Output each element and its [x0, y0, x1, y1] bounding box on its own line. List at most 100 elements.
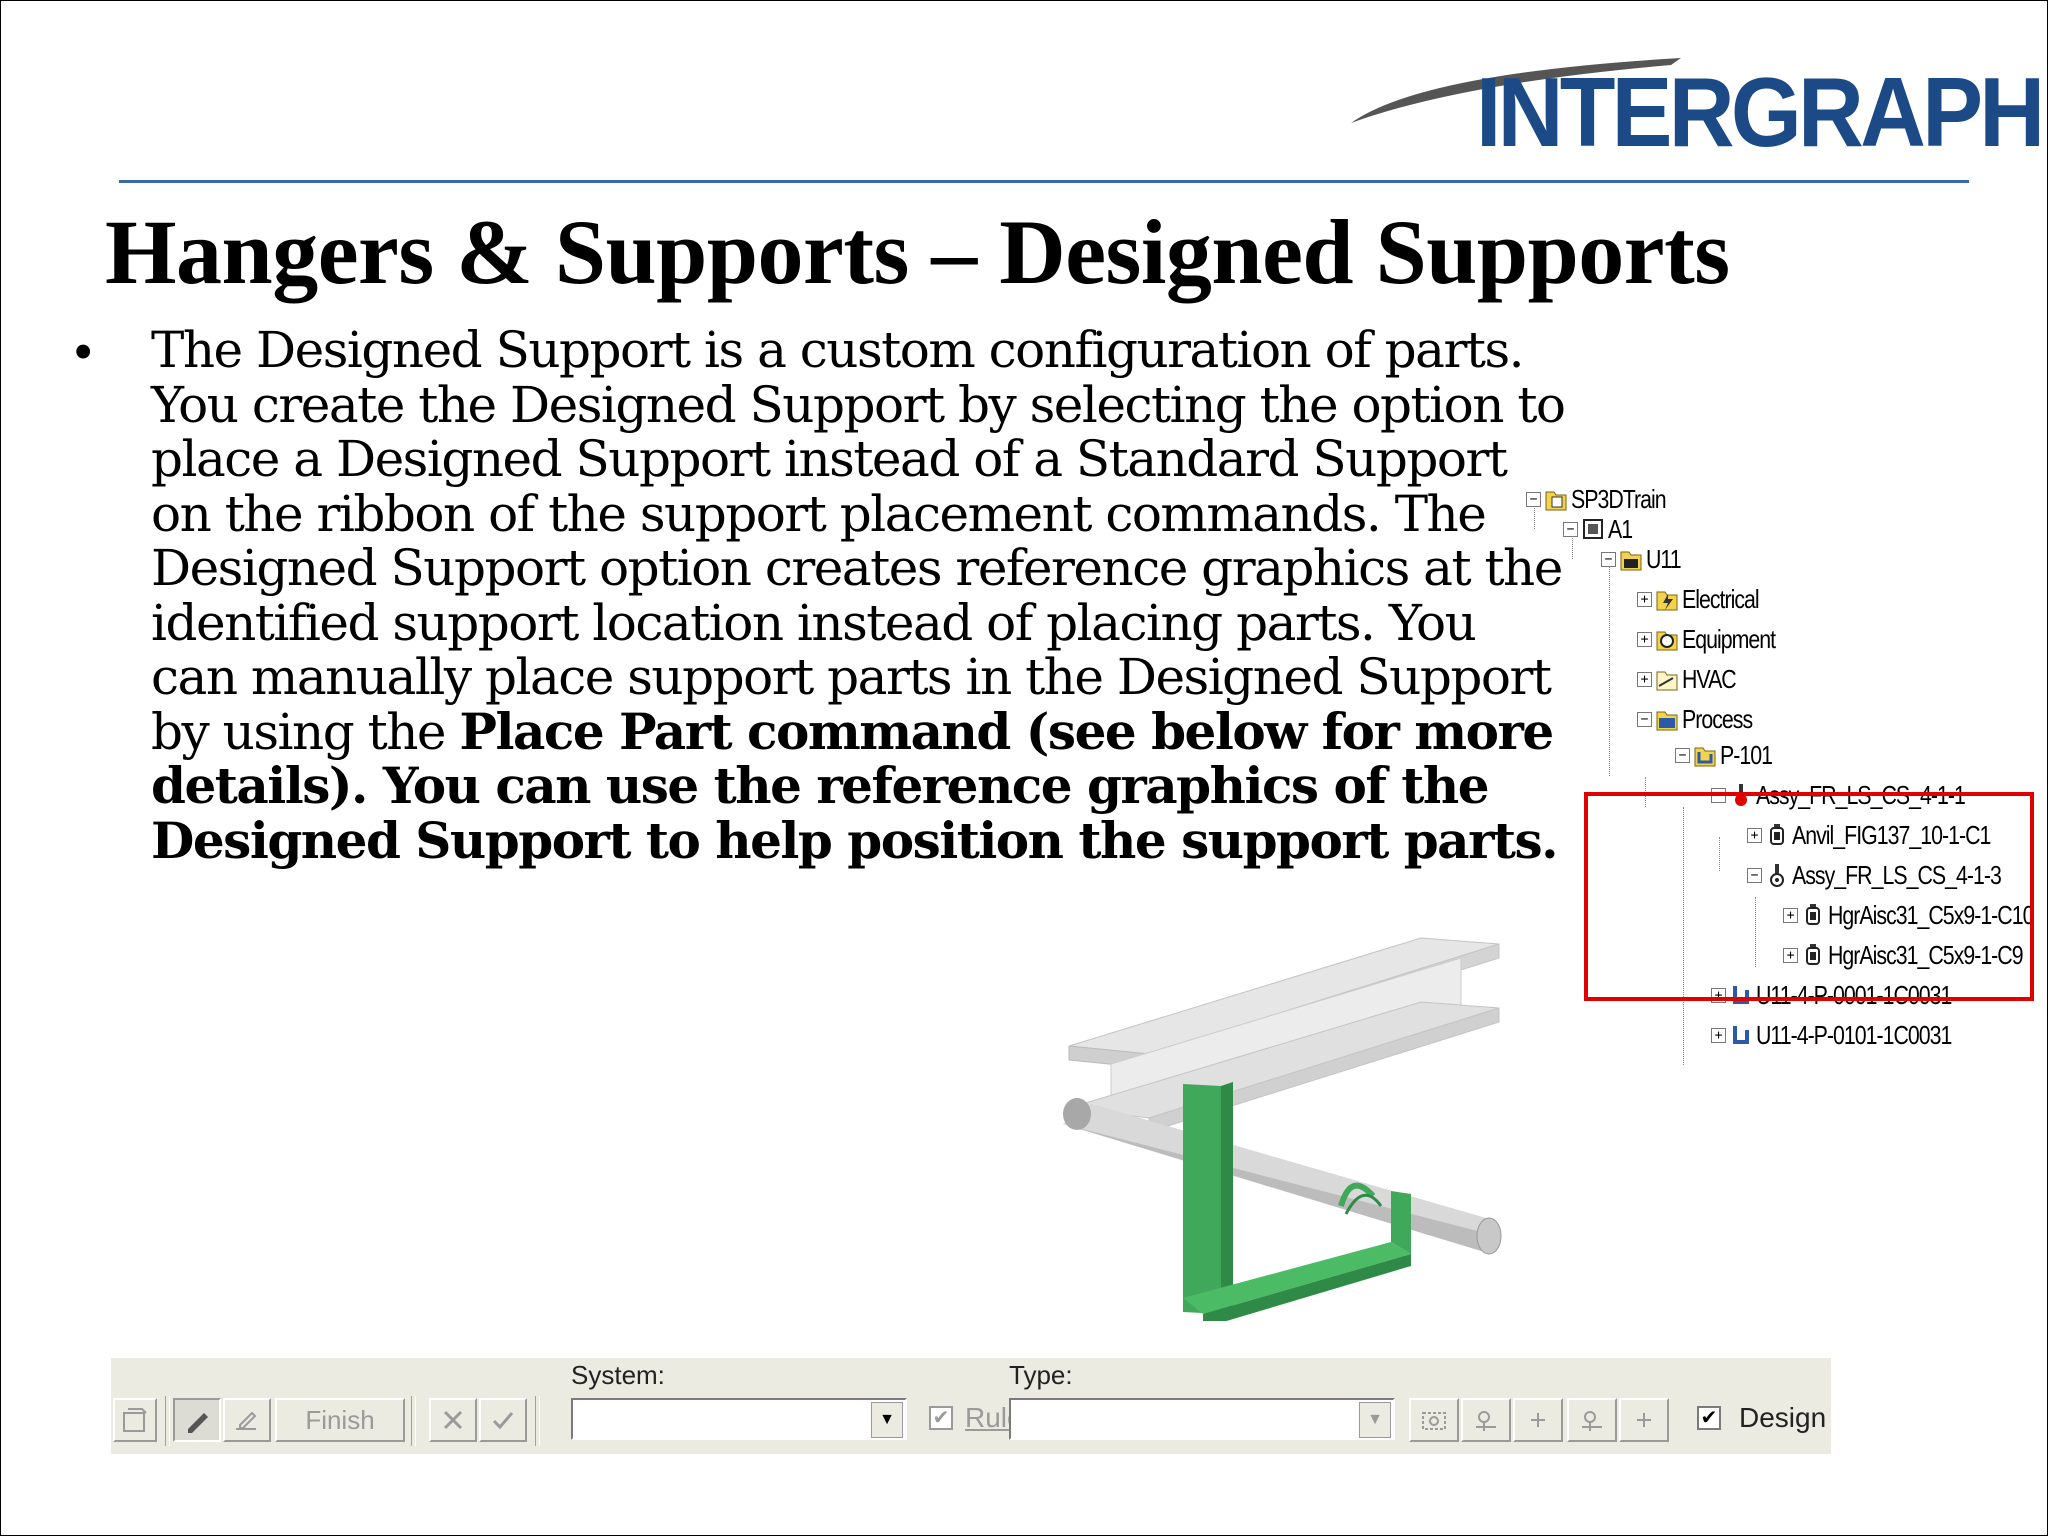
- design-label: Design: [1739, 1402, 1827, 1433]
- tree-node-hvac[interactable]: + HVAC: [1637, 661, 1748, 697]
- tree-node-u11-4-p-0001[interactable]: + U11-4-P-0001-1C0031: [1711, 977, 1994, 1013]
- tree-node-label: Process: [1682, 703, 1753, 734]
- tree-node-electrical[interactable]: + Electrical: [1637, 581, 1775, 617]
- support-part-icon: [1806, 944, 1820, 965]
- properties-button[interactable]: [113, 1398, 157, 1442]
- slide-title: Hangers & Supports – Designed Supports: [105, 201, 1730, 303]
- designed-support-illustration: [1063, 937, 1502, 1321]
- tree-node-label: U11-4-P-0101-1C0031: [1756, 1019, 1952, 1050]
- collapse-icon[interactable]: −: [1601, 551, 1616, 567]
- pipe-run-icon: [1733, 1026, 1749, 1044]
- system-label: System:: [571, 1360, 665, 1390]
- plus-point-icon: [1637, 1413, 1651, 1427]
- tree-node-a1[interactable]: − A1: [1563, 511, 1637, 547]
- tree-node-process[interactable]: − Process: [1637, 701, 1768, 737]
- tree-node-label: HVAC: [1682, 663, 1737, 694]
- expand-icon[interactable]: +: [1637, 631, 1652, 647]
- edit-step-icon: [236, 1411, 257, 1430]
- collapse-icon[interactable]: −: [1747, 867, 1762, 883]
- support-part-icon: [1770, 824, 1784, 845]
- checkmark-icon: [492, 1412, 514, 1430]
- pipeline-icon: [1694, 747, 1716, 767]
- expand-icon[interactable]: +: [1637, 591, 1652, 607]
- process-icon: [1656, 711, 1678, 731]
- tree-node-label: SP3DTrain: [1571, 483, 1667, 514]
- tree-node-sp3dtrain[interactable]: − SP3DTrain: [1526, 481, 1686, 517]
- tree-node-u11[interactable]: − U11: [1601, 541, 1688, 577]
- rule-checkbox[interactable]: ✔: [929, 1406, 953, 1430]
- tree-node-label: Assy_FR_LS_CS_4-1-3: [1792, 859, 2002, 890]
- bullet-marker: •: [73, 319, 94, 384]
- collapse-icon[interactable]: −: [1526, 491, 1541, 507]
- properties-icon: [123, 1408, 147, 1432]
- tree-node-equipment[interactable]: + Equipment: [1637, 621, 1796, 657]
- equipment-icon: [1656, 631, 1678, 651]
- intergraph-logo: INTERGRAPH: [1341, 53, 2045, 167]
- pin-icon: [1476, 1411, 1496, 1431]
- type-dropdown[interactable]: ▼: [1009, 1398, 1395, 1440]
- logo-swoosh-icon: [1351, 58, 1681, 123]
- assembly-icon: [1770, 864, 1784, 887]
- support-option-button-3[interactable]: [1513, 1398, 1563, 1442]
- tree-node-label: P-101: [1720, 739, 1773, 770]
- area-icon: [1583, 519, 1603, 539]
- tree-node-label: Anvil_FIG137_10-1-C1: [1792, 819, 1991, 850]
- tree-node-label: Equipment: [1682, 623, 1776, 654]
- folder-icon: [1545, 491, 1567, 511]
- design-checkbox[interactable]: ✔: [1697, 1406, 1721, 1430]
- tree-node-hgraisc31-c10[interactable]: + HgrAisc31_C5x9-1-C10: [1783, 897, 2047, 933]
- pin-icon: [1582, 1411, 1602, 1431]
- chevron-down-icon[interactable]: ▼: [871, 1402, 903, 1438]
- tree-node-hgraisc31-c9[interactable]: + HgrAisc31_C5x9-1-C9: [1783, 937, 2047, 973]
- pencil-icon: [188, 1413, 208, 1433]
- hvac-icon: [1656, 671, 1678, 691]
- designed-support-icon: [1735, 784, 1747, 806]
- system-dropdown[interactable]: ▼: [571, 1398, 907, 1440]
- expand-icon[interactable]: +: [1783, 947, 1798, 963]
- pipe-run-icon: [1733, 986, 1749, 1004]
- tree-node-assy-4-1-3[interactable]: − Assy_FR_LS_CS_4-1-3: [1747, 857, 2047, 893]
- workspace-explorer-tree: − SP3DTrain − A1 − U11 + Electrical + Eq…: [1521, 481, 2047, 1081]
- collapse-icon[interactable]: −: [1563, 521, 1578, 537]
- expand-icon[interactable]: +: [1637, 671, 1652, 687]
- collapse-icon[interactable]: −: [1675, 747, 1690, 763]
- expand-icon[interactable]: +: [1783, 907, 1798, 923]
- tree-node-p101[interactable]: − P-101: [1675, 737, 1783, 773]
- type-label: Type:: [1009, 1360, 1073, 1390]
- accept-button[interactable]: [479, 1398, 527, 1442]
- collapse-icon[interactable]: −: [1637, 711, 1652, 727]
- place-part-button[interactable]: [173, 1398, 221, 1442]
- ribbon-separator: [535, 1396, 540, 1446]
- expand-icon[interactable]: +: [1747, 827, 1762, 843]
- close-icon: [443, 1410, 463, 1430]
- ribbon-separator: [165, 1396, 170, 1446]
- tree-node-label: U11: [1646, 543, 1682, 574]
- body-text-normal: The Designed Support is a custom configu…: [151, 321, 1566, 761]
- electrical-icon: [1656, 591, 1678, 611]
- designed-support-highlight-box: [1584, 792, 2034, 1001]
- body-paragraph: The Designed Support is a custom configu…: [151, 323, 1571, 868]
- unit-icon: [1620, 551, 1642, 571]
- header-divider: [119, 180, 1969, 183]
- support-outline-icon: [1422, 1412, 1446, 1430]
- edit-step-button[interactable]: [223, 1398, 271, 1442]
- support-option-button-4[interactable]: [1567, 1398, 1617, 1442]
- support-part-icon: [1806, 904, 1820, 925]
- ribbon-separator: [411, 1396, 416, 1446]
- support-option-button-5[interactable]: [1619, 1398, 1669, 1442]
- plus-point-icon: [1531, 1413, 1545, 1427]
- body-text-bold: Place Part command (see below for more d…: [151, 701, 1559, 870]
- logo-text: INTERGRAPH: [1476, 57, 2045, 167]
- support-placement-ribbon: Finish System: ▼ ✔ Rule Type: ▼: [111, 1358, 1831, 1454]
- expand-icon[interactable]: +: [1711, 1027, 1726, 1043]
- chevron-down-icon[interactable]: ▼: [1359, 1402, 1391, 1438]
- tree-node-label: A1: [1608, 513, 1633, 544]
- tree-node-u11-4-p-0101[interactable]: + U11-4-P-0101-1C0031: [1711, 1017, 1994, 1053]
- tree-node-label: HgrAisc31_C5x9-1-C10: [1828, 899, 2034, 930]
- support-option-button-1[interactable]: [1409, 1398, 1459, 1442]
- cancel-button[interactable]: [429, 1398, 477, 1442]
- support-option-button-2[interactable]: [1461, 1398, 1511, 1442]
- finish-button[interactable]: Finish: [275, 1398, 405, 1442]
- tree-node-anvil-fig137[interactable]: + Anvil_FIG137_10-1-C1: [1747, 817, 2034, 853]
